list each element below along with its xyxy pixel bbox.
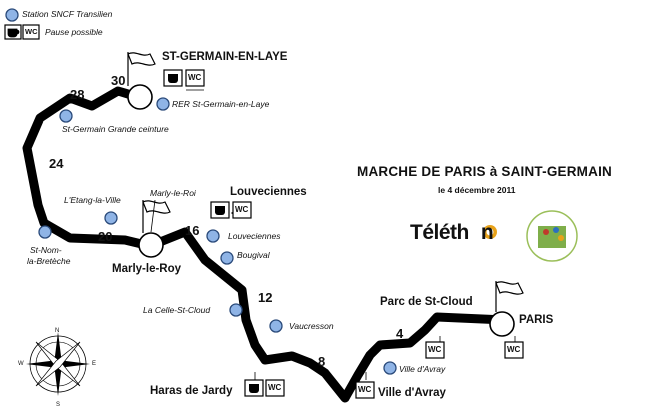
- station-rer: [156, 97, 170, 111]
- label-station-vaucresson: Vaucresson: [289, 321, 334, 331]
- label-station-rer: RER St-Germain-en-Laye: [172, 99, 270, 109]
- station-vaucresson: [269, 319, 283, 333]
- compass-n: N: [55, 328, 60, 334]
- city-parc-st-cloud: Parc de St-Cloud: [380, 296, 473, 308]
- km-20: 20: [98, 229, 113, 244]
- flag-paris: [495, 281, 524, 312]
- station-louveciennes: [206, 229, 220, 243]
- km-12: 12: [258, 290, 273, 305]
- telethon-logo-end: n: [480, 221, 494, 244]
- wc-louveciennes: WC: [235, 205, 249, 214]
- event-date: le 4 décembre 2011: [438, 185, 516, 195]
- station-la-celle: [229, 303, 243, 317]
- coffee-cup-icon: [7, 28, 259, 393]
- city-marly: Marly-le-Roy: [112, 263, 182, 275]
- legend-station-label: Station SNCF Transilien: [22, 9, 113, 19]
- hub-st-germain: [127, 84, 153, 110]
- association-badge-icon: [526, 210, 578, 262]
- station-grande-ceinture: [59, 109, 73, 123]
- km-8: 8: [318, 354, 326, 369]
- compass-e: E: [92, 361, 97, 367]
- label-station-grande-ceinture: St-Germain Grande ceinture: [62, 124, 169, 134]
- city-haras: Haras de Jardy: [150, 385, 233, 397]
- station-ville-davray: [383, 361, 397, 375]
- city-st-germain: ST-GERMAIN-EN-LAYE: [162, 51, 288, 63]
- compass-s: S: [56, 402, 61, 408]
- km-4: 4: [396, 326, 404, 341]
- station-etang: [104, 211, 118, 225]
- route-line: [22, 86, 510, 403]
- km-28: 28: [70, 87, 85, 102]
- pause-parc-st-cloud: [425, 341, 445, 359]
- km-30: 30: [111, 73, 126, 88]
- page-title: MARCHE DE PARIS à SAINT-GERMAIN: [357, 164, 612, 179]
- label-station-ville-davray: Ville d'Avray: [399, 364, 446, 374]
- wc-ville-davray: WC: [358, 385, 372, 394]
- station-bougival: [220, 251, 234, 265]
- wc-st-germain: WC: [188, 73, 202, 82]
- km-16: 16: [185, 223, 200, 238]
- label-station-st-nom-2: la-Bretèche: [27, 256, 71, 266]
- legend-pause-label: Pause possible: [45, 27, 103, 37]
- pause-paris: [504, 341, 524, 359]
- wc-parc-st-cloud: WC: [428, 345, 442, 354]
- flag-st-germain: [127, 52, 156, 86]
- legend-wc-text: WC: [25, 27, 38, 36]
- wc-paris: WC: [507, 345, 521, 354]
- legend-station-dot: [5, 8, 19, 22]
- flag-marly: [142, 200, 171, 233]
- wc-haras: WC: [268, 383, 282, 392]
- label-station-louveciennes: Louveciennes: [228, 231, 281, 241]
- city-ville-davray: Ville d'Avray: [378, 387, 446, 399]
- city-paris: PARIS: [519, 314, 554, 326]
- city-louveciennes: Louveciennes: [230, 186, 307, 198]
- compass-w: W: [18, 361, 24, 367]
- label-station-st-nom-1: St-Nom-: [30, 245, 62, 255]
- hub-marly: [138, 232, 164, 258]
- hub-paris: [489, 311, 515, 337]
- km-24: 24: [49, 156, 64, 171]
- pause-ville-davray: [355, 381, 375, 399]
- telethon-logo-start: Téléth: [410, 221, 469, 244]
- label-station-la-celle: La Celle-St-Cloud: [143, 305, 211, 315]
- telethon-heart-icon: [483, 225, 497, 239]
- label-station-marly-le-roi: Marly-le-Roi: [150, 188, 196, 198]
- station-st-nom: [38, 225, 52, 239]
- label-station-etang: L'Etang-la-Ville: [64, 195, 121, 205]
- stations: [5, 8, 397, 375]
- compass-rose-icon: [26, 332, 90, 396]
- leader-lines: [150, 89, 516, 380]
- label-station-bougival: Bougival: [237, 250, 270, 260]
